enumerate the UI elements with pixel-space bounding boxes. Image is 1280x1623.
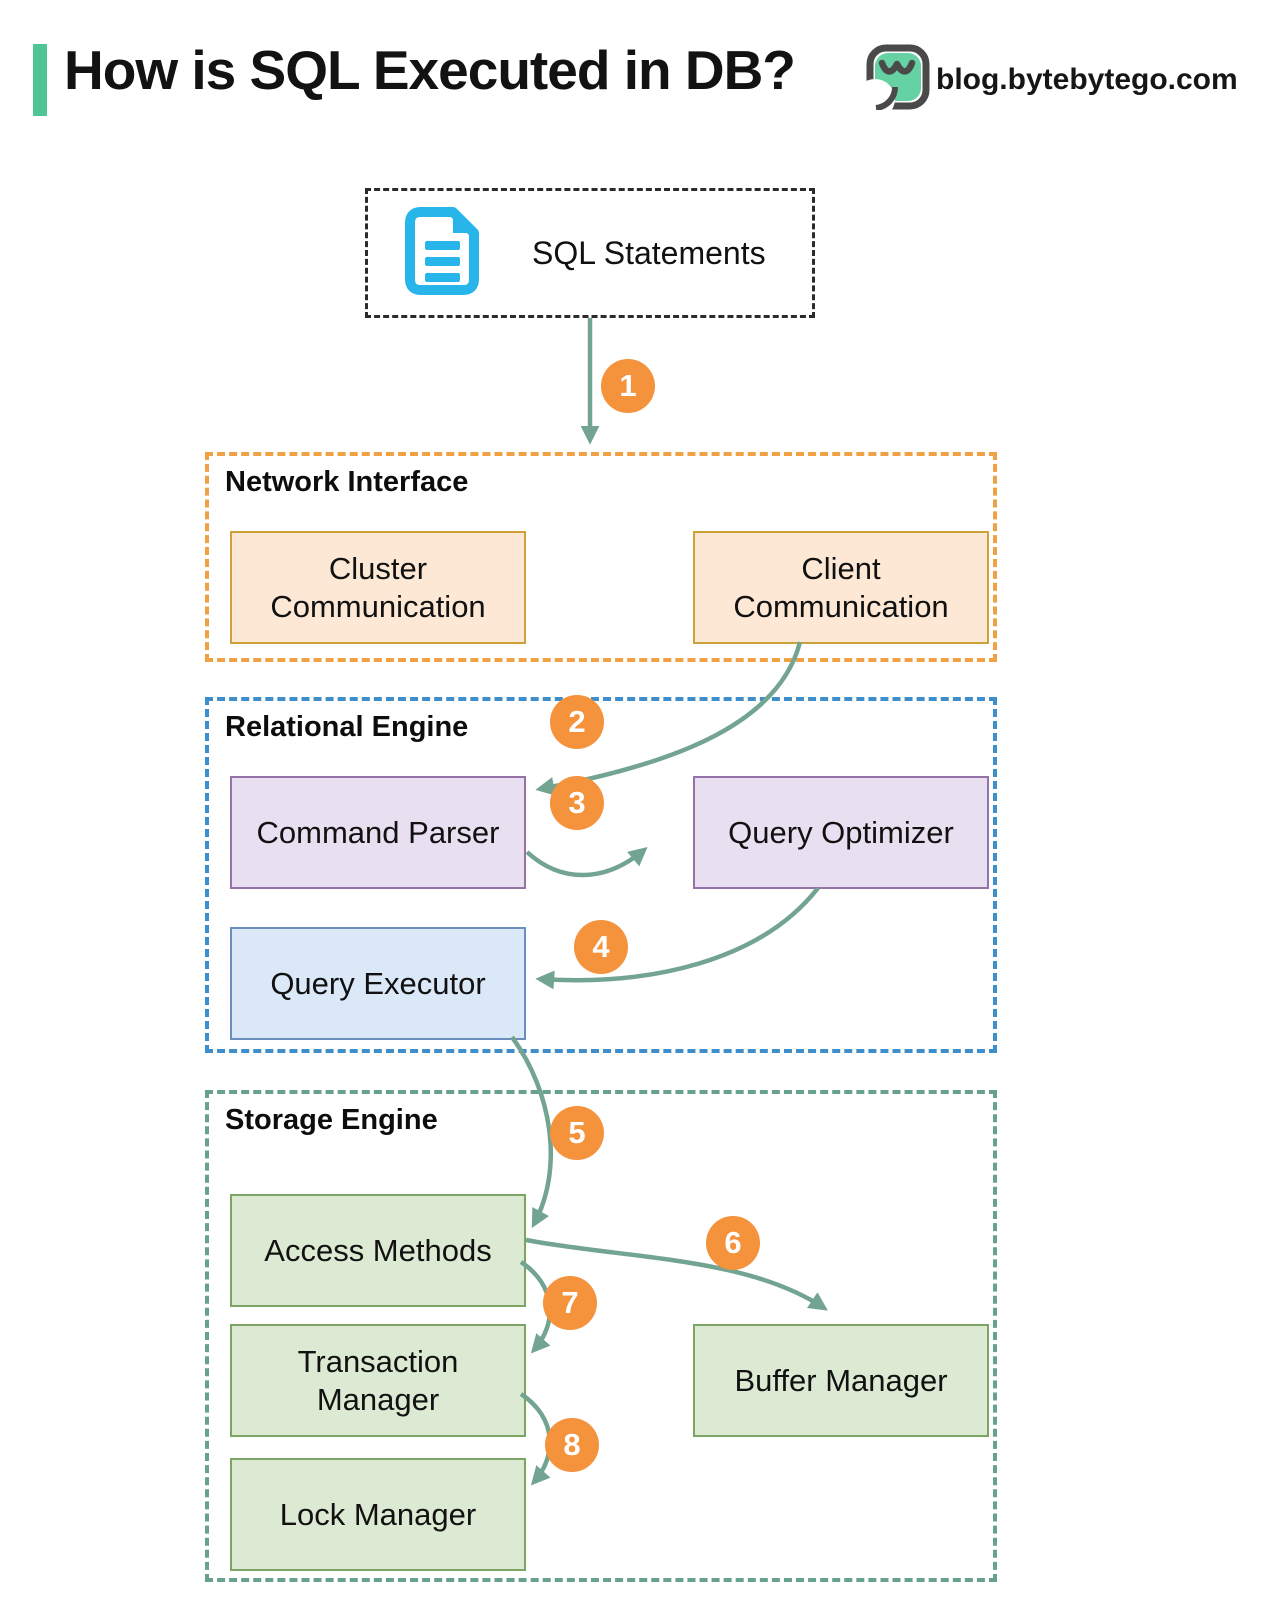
brand: blog.bytebytego.com xyxy=(855,44,1238,119)
sql-statements-box: SQL Statements xyxy=(365,188,815,318)
document-icon xyxy=(396,205,488,302)
access-methods-node: Access Methods xyxy=(230,1194,526,1307)
command-parser-node: Command Parser xyxy=(230,776,526,889)
client-communication-node: Client Communication xyxy=(693,531,989,644)
relational-engine-section: Relational Engine Command Parser Query O… xyxy=(205,697,997,1053)
buffer-manager-node: Buffer Manager xyxy=(693,1324,989,1437)
sql-statements-label: SQL Statements xyxy=(532,234,766,271)
title-accent-bar xyxy=(33,44,47,116)
storage-engine-title: Storage Engine xyxy=(225,1104,438,1136)
lock-manager-node: Lock Manager xyxy=(230,1458,526,1571)
step-badge-2: 2 xyxy=(550,695,604,749)
cluster-communication-node: Cluster Communication xyxy=(230,531,526,644)
network-interface-title: Network Interface xyxy=(225,466,469,498)
relational-engine-title: Relational Engine xyxy=(225,711,469,743)
query-optimizer-node: Query Optimizer xyxy=(693,776,989,889)
network-interface-section: Network Interface Cluster Communication … xyxy=(205,452,997,662)
bytebytego-logo-icon xyxy=(855,44,930,119)
page-title: How is SQL Executed in DB? xyxy=(64,39,796,101)
transaction-manager-node: Transaction Manager xyxy=(230,1324,526,1437)
query-executor-node: Query Executor xyxy=(230,927,526,1040)
step-badge-1: 1 xyxy=(601,359,655,413)
storage-engine-section: Storage Engine Access Methods Transactio… xyxy=(205,1090,997,1582)
step-badge-4: 4 xyxy=(574,920,628,974)
step-badge-6: 6 xyxy=(706,1216,760,1270)
brand-url: blog.bytebytego.com xyxy=(936,62,1238,96)
step-badge-8: 8 xyxy=(545,1418,599,1472)
step-badge-7: 7 xyxy=(543,1276,597,1330)
step-badge-5: 5 xyxy=(550,1106,604,1160)
step-badge-3: 3 xyxy=(550,776,604,830)
